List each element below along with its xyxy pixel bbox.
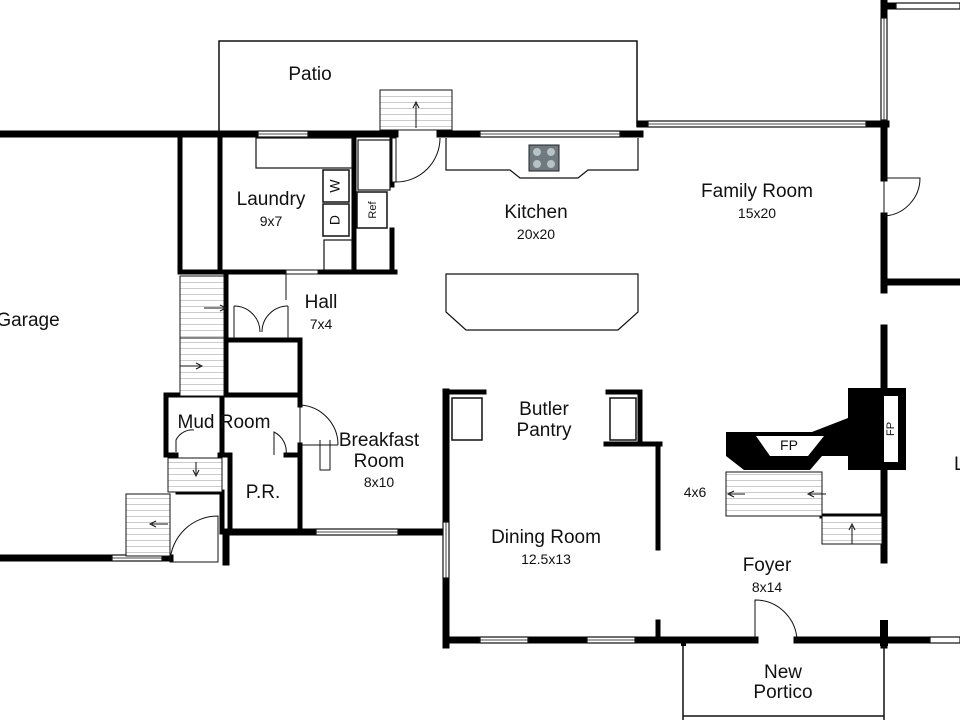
- fireplace-icon: [726, 388, 906, 470]
- foyer-label: Foyer: [743, 555, 792, 576]
- garage-label: Garage: [0, 310, 60, 331]
- kitchen-label: Kitchen: [504, 202, 567, 223]
- dryer-icon: [322, 203, 350, 237]
- refrigerator-label: Ref: [367, 201, 379, 219]
- breakfast-room-label-line1: Breakfast: [339, 430, 420, 451]
- stair-arrows: [148, 100, 856, 544]
- closet-dims: 4x6: [684, 484, 707, 500]
- laundry-cabinet: [357, 139, 391, 191]
- butler-pantry-label-line2: Pantry: [517, 420, 572, 441]
- refrigerator-icon: [356, 191, 388, 229]
- powder-room-label: P.R.: [246, 482, 281, 503]
- cooktop-icon: [528, 144, 560, 172]
- kitchen-dims: 20x20: [517, 226, 555, 242]
- portico-post: [681, 620, 888, 646]
- foyer-dims: 8x14: [752, 579, 783, 595]
- dining-room-dims: 12.5x13: [521, 551, 571, 567]
- right-edge-label: L: [954, 454, 960, 475]
- washer-icon: [322, 169, 350, 203]
- patio-label: Patio: [288, 64, 331, 85]
- breakfast-room-dims: 8x10: [364, 474, 395, 490]
- laundry-counter: [255, 137, 353, 271]
- room-labels: Patio Laundry 9x7 Kitchen 20x20 Family R…: [0, 64, 960, 703]
- dryer-label: D: [327, 215, 343, 225]
- new-portico-label-line1: New: [764, 662, 802, 683]
- fireplace-label: FP: [780, 437, 798, 453]
- dining-room-label: Dining Room: [491, 527, 601, 548]
- doors: [169, 137, 921, 641]
- window-mullions: [112, 18, 885, 641]
- butler-pantry-label-line1: Butler: [519, 399, 569, 420]
- portico-outline: [682, 645, 885, 720]
- fireplace-label-rotated: FP: [885, 422, 897, 436]
- new-portico-label-line2: Portico: [753, 682, 812, 703]
- hall-dims: 7x4: [310, 316, 333, 332]
- patio-outline: [218, 40, 638, 134]
- kitchen-island: [445, 273, 639, 331]
- pantry-cabinets: [451, 397, 637, 441]
- fixture-labels: W D Ref FP FP: [327, 179, 897, 453]
- laundry-dims: 9x7: [260, 213, 283, 229]
- mud-room-label: Mud Room: [178, 412, 271, 433]
- hall-label: Hall: [305, 292, 338, 313]
- family-room-dims: 15x20: [738, 205, 776, 221]
- breakfast-room-label-line2: Room: [354, 451, 405, 472]
- washer-label: W: [327, 179, 343, 193]
- laundry-label: Laundry: [237, 189, 306, 210]
- family-room-label: Family Room: [701, 181, 813, 202]
